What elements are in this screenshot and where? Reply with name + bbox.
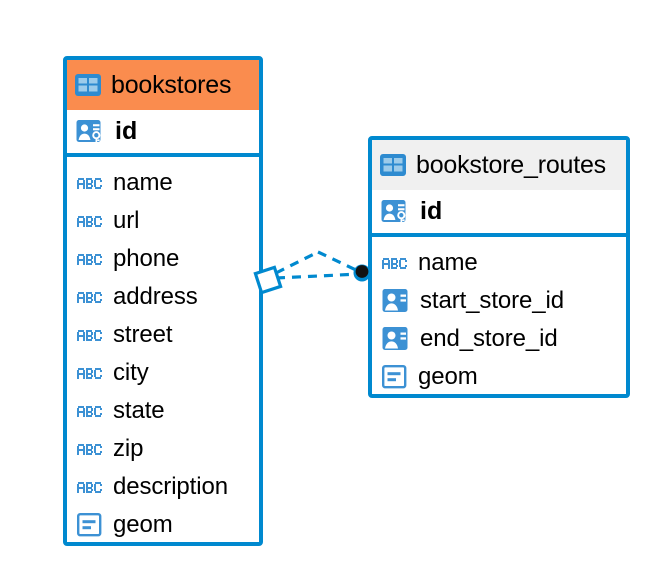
field-label: start_store_id [420, 287, 565, 314]
entity-title: bookstores [111, 70, 232, 99]
geometry-type-icon [382, 365, 407, 389]
field-row-city[interactable]: city [67, 354, 259, 392]
primary-key-icon [381, 199, 406, 223]
field-row-address[interactable]: address [67, 278, 259, 316]
text-type-icon [77, 443, 102, 455]
field-row-zip[interactable]: zip [67, 430, 259, 468]
foreign-key-icon [382, 327, 408, 350]
field-label: end_store_id [420, 325, 558, 352]
relationship-connector[interactable] [252, 240, 377, 315]
entity-header-bookstore-routes[interactable]: bookstore_routes [372, 140, 626, 190]
filled-circle-icon [353, 264, 371, 282]
foreign-key-icon [382, 289, 408, 312]
diamond-open-icon [253, 265, 283, 295]
relationship-line-group [275, 250, 361, 280]
text-type-icon [77, 481, 102, 493]
field-row-url[interactable]: url [67, 202, 259, 240]
field-row-geom[interactable]: geom [372, 358, 626, 396]
field-row-state[interactable]: state [67, 392, 259, 430]
field-row-phone[interactable]: phone [67, 240, 259, 278]
field-list-bookstore-routes: name start_store_id end_store_id [372, 237, 626, 396]
text-type-icon [77, 291, 102, 303]
field-label: address [113, 283, 198, 310]
field-label: state [113, 397, 165, 424]
field-label: phone [113, 245, 180, 272]
text-type-icon [77, 367, 102, 379]
entity-title: bookstore_routes [416, 150, 606, 179]
field-label: name [113, 169, 173, 196]
entity-header-bookstores[interactable]: bookstores [67, 60, 259, 110]
field-list-bookstores: name url phone [67, 157, 259, 544]
field-label: city [113, 359, 149, 386]
field-label: geom [418, 363, 478, 390]
field-row-primary-key[interactable]: id [67, 110, 259, 157]
field-row-name[interactable]: name [372, 244, 626, 282]
field-label: id [115, 117, 138, 145]
text-type-icon [77, 329, 102, 341]
text-type-icon [77, 253, 102, 265]
entity-table-bookstore-routes[interactable]: bookstore_routes id name [368, 136, 630, 398]
table-icon [75, 74, 101, 96]
geometry-type-icon [77, 513, 102, 537]
table-icon [380, 154, 406, 176]
field-row-geom[interactable]: geom [67, 506, 259, 544]
field-label: zip [113, 435, 144, 462]
field-label: id [420, 197, 443, 225]
field-row-primary-key[interactable]: id [372, 190, 626, 237]
text-type-icon [77, 215, 102, 227]
field-row-name[interactable]: name [67, 164, 259, 202]
text-type-icon [77, 177, 102, 189]
field-row-description[interactable]: description [67, 468, 259, 506]
field-label: geom [113, 511, 173, 538]
field-label: url [113, 207, 140, 234]
text-type-icon [382, 257, 407, 269]
field-row-start-store-id[interactable]: start_store_id [372, 282, 626, 320]
field-label: name [418, 249, 478, 276]
field-label: street [113, 321, 173, 348]
text-type-icon [77, 405, 102, 417]
entity-table-bookstores[interactable]: bookstores id name [63, 56, 263, 546]
field-row-street[interactable]: street [67, 316, 259, 354]
field-label: description [113, 473, 228, 500]
primary-key-icon [76, 119, 101, 143]
field-row-end-store-id[interactable]: end_store_id [372, 320, 626, 358]
